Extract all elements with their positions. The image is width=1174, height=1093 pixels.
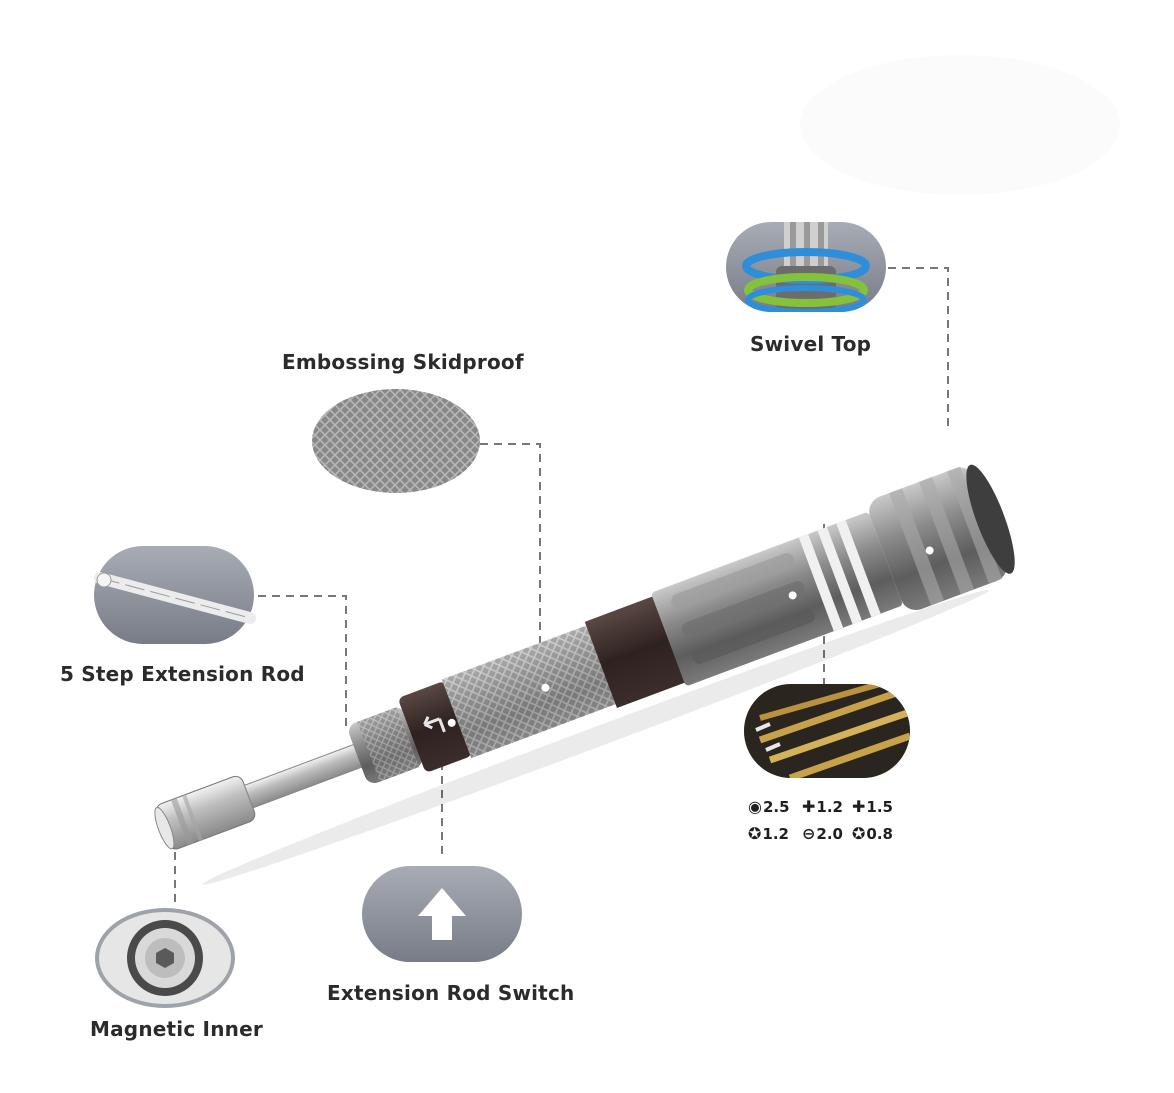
hex-socket-icon (156, 948, 174, 968)
bit-type-icon: ✚ (802, 797, 816, 816)
switch-arrow-icon (423, 716, 446, 733)
background-smudge (800, 55, 1120, 195)
bit-size-4: ✪1.2 (748, 824, 789, 843)
bits-callout (744, 684, 910, 778)
swivel-callout (726, 222, 886, 312)
swivel-cap-face (966, 464, 1015, 574)
label-swivel-top: Swivel Top (750, 332, 872, 356)
bit-type-icon: ◉ (748, 797, 762, 816)
bit-type-icon: ⊖ (802, 824, 816, 843)
bit-size-6: ✪0.8 (852, 824, 893, 843)
screwdriver-shadow (202, 589, 990, 885)
bit-size-1: ◉2.5 (748, 797, 790, 816)
embossing-callout (312, 389, 480, 493)
stripe-1 (798, 534, 844, 632)
up-arrow-icon (418, 888, 466, 940)
bit-size-5: ⊖2.0 (802, 824, 843, 843)
connector-embossing (480, 443, 541, 648)
connector-lines (174, 267, 949, 906)
label-magnetic-inner: Magnetic Inner (90, 1017, 263, 1041)
switch-callout (362, 866, 522, 962)
stripe-3 (836, 520, 881, 618)
extension-rod-callout (94, 546, 256, 644)
screwdriver (154, 464, 1015, 885)
label-embossing-skidproof: Embossing Skidproof (282, 350, 524, 374)
label-extension-rod: 5 Step Extension Rod (60, 662, 305, 686)
bit-type-icon: ✪ (748, 824, 762, 843)
connector-swivel (888, 267, 949, 432)
extension-rod (243, 742, 366, 809)
bit-type-icon: ✪ (852, 824, 866, 843)
stripe-2 (817, 527, 862, 625)
bit-size-3: ✚1.5 (852, 797, 893, 816)
label-extension-rod-switch: Extension Rod Switch (327, 981, 575, 1005)
dark-band (584, 595, 687, 708)
bit-type-icon: ✚ (852, 797, 866, 816)
bit-size-2: ✚1.2 (802, 797, 843, 816)
rotation-arrow-green-icon (744, 273, 868, 307)
connector-extension-rod (258, 595, 347, 730)
socket-tip-face (154, 806, 175, 850)
magnetic-callout (95, 908, 235, 1008)
